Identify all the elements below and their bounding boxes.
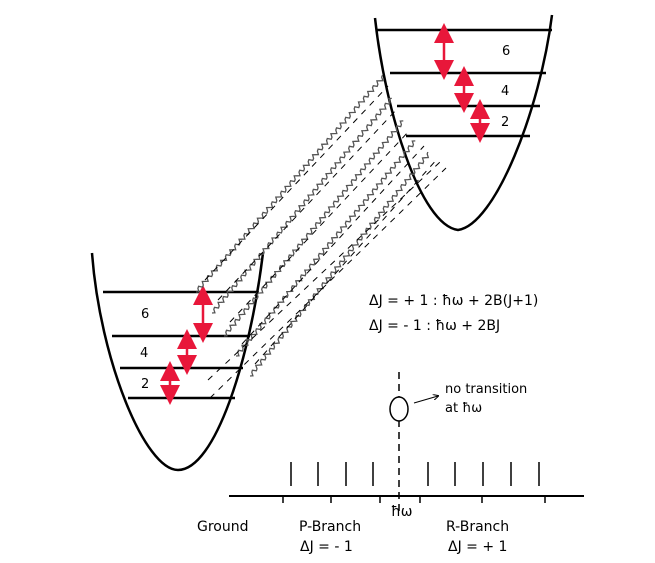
dashed-transition-line	[241, 145, 425, 345]
lower-level-label-4: 4	[140, 346, 148, 361]
lower-potential-well: 6 4 2	[90, 252, 265, 472]
dashed-transition-line	[217, 107, 399, 301]
photon-transition-line	[235, 140, 416, 357]
dashed-transition-line	[204, 85, 389, 281]
lower-level-label-2: 2	[141, 377, 149, 392]
dashed-transition-line	[254, 157, 439, 365]
photon-transition-line	[249, 151, 430, 377]
dashed-transition-line	[229, 129, 411, 323]
lower-well-curve	[90, 252, 265, 472]
lower-level-label-6: 6	[141, 307, 149, 322]
photon-transition-line	[223, 120, 404, 337]
equation-delta-j-plus: ΔJ = + 1 : ħω + 2B(J+1)	[369, 293, 538, 309]
transition-lines	[195, 74, 447, 399]
p-branch-label: P-Branch	[299, 519, 361, 535]
center-frequency-label: ħω	[391, 504, 412, 520]
equation-delta-j-minus: ΔJ = - 1 : ħω + 2BJ	[369, 318, 500, 334]
photon-transition-line	[195, 74, 384, 293]
note-line-1: no transition	[445, 382, 527, 397]
ground-label: Ground	[197, 519, 249, 535]
note-arrow	[413, 396, 438, 404]
upper-potential-well: 6 4 2	[373, 14, 554, 232]
dashed-transition-line	[207, 161, 441, 381]
dashed-transition-line	[209, 167, 447, 399]
r-branch-label: R-Branch	[446, 519, 509, 535]
upper-level-label-4: 4	[501, 84, 509, 99]
r-branch-rule: ΔJ = + 1	[448, 539, 507, 555]
upper-level-label-6: 6	[502, 44, 510, 59]
spectrum-ticks	[282, 462, 546, 503]
upper-well-curve	[373, 14, 554, 232]
no-transition-marker	[389, 396, 409, 422]
p-branch-rule: ΔJ = - 1	[300, 539, 353, 555]
spectrum-axis	[229, 462, 584, 503]
note-line-2: at ħω	[445, 401, 482, 416]
photon-transition-line	[211, 97, 392, 314]
upper-level-label-2: 2	[501, 115, 509, 130]
